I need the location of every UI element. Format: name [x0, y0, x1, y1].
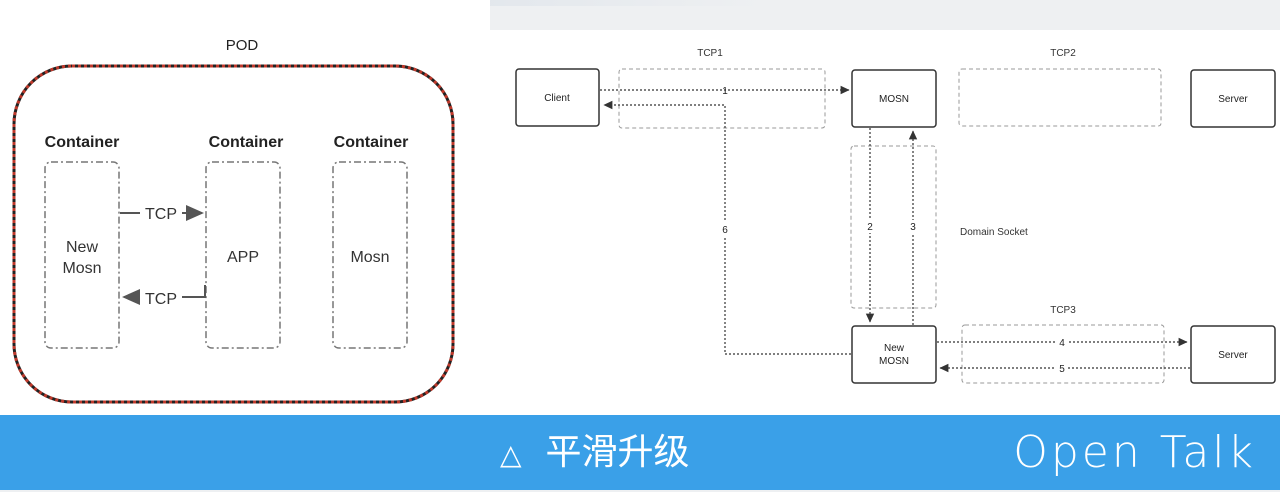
server-bottom-label: Server	[1218, 350, 1248, 361]
step-2-label: 2	[867, 222, 873, 233]
container-box-new-mosn	[44, 161, 120, 349]
triangle-icon: △	[500, 438, 522, 471]
top-strip	[0, 0, 1280, 6]
mosn-node-label: MOSN	[879, 94, 909, 105]
upgrade-flow-diagram: TCP1 TCP2 TCP3 Domain Socket Client MOSN…	[515, 48, 1276, 384]
step-4-label: 4	[1059, 338, 1065, 349]
container-header-1: Container	[45, 134, 120, 151]
domain-socket-label: Domain Socket	[960, 227, 1028, 238]
server-top-label: Server	[1218, 94, 1248, 105]
open-talk-logo: Open Talk	[1013, 427, 1256, 478]
tcp3-label: TCP3	[1050, 305, 1076, 316]
server-top-node	[1190, 69, 1276, 128]
container-box-app	[205, 161, 281, 349]
pod-border	[12, 64, 455, 404]
tcp-bottom-label: TCP	[145, 291, 177, 308]
tcp1-area	[618, 68, 826, 129]
server-bottom-node	[1190, 325, 1276, 384]
upgrade-flow-panel: TCP1 TCP2 TCP3 Domain Socket Client MOSN…	[490, 30, 1280, 415]
pod-diagram: POD Container Container Container New Mo…	[12, 37, 455, 404]
mosn-label: Mosn	[350, 249, 389, 266]
new-mosn-line-1: New	[66, 239, 98, 256]
step-1-label: 1	[722, 86, 728, 97]
tcp3-area	[961, 324, 1165, 384]
pod-diagram-panel: POD Container Container Container New Mo…	[0, 0, 490, 415]
pod-label: POD	[226, 37, 259, 54]
new-mosn-line-2: Mosn	[62, 260, 101, 277]
app-label: APP	[227, 249, 259, 266]
new-mosn-line-2-label: MOSN	[879, 356, 909, 367]
container-header-3: Container	[334, 134, 409, 151]
container-box-mosn	[332, 161, 408, 349]
footer-banner: △ 平滑升级 Open Talk	[0, 415, 1280, 490]
client-label: Client	[544, 93, 570, 104]
step-6-label: 6	[722, 225, 728, 236]
step-5-label: 5	[1059, 364, 1065, 375]
mosn-node	[851, 69, 937, 128]
client-node	[515, 68, 600, 127]
tcp2-area	[958, 68, 1162, 127]
footer-title-text: 平滑升级	[545, 432, 690, 473]
tcp-top-label: TCP	[145, 206, 177, 223]
tcp1-label: TCP1	[697, 48, 723, 59]
step-3-label: 3	[910, 222, 916, 233]
footer-title: △ 平滑升级	[500, 415, 690, 490]
domain-socket-area	[850, 145, 937, 309]
new-mosn-line-1-label: New	[884, 343, 905, 354]
tcp2-label: TCP2	[1050, 48, 1076, 59]
new-mosn-node	[851, 325, 937, 384]
container-header-2: Container	[209, 134, 284, 151]
